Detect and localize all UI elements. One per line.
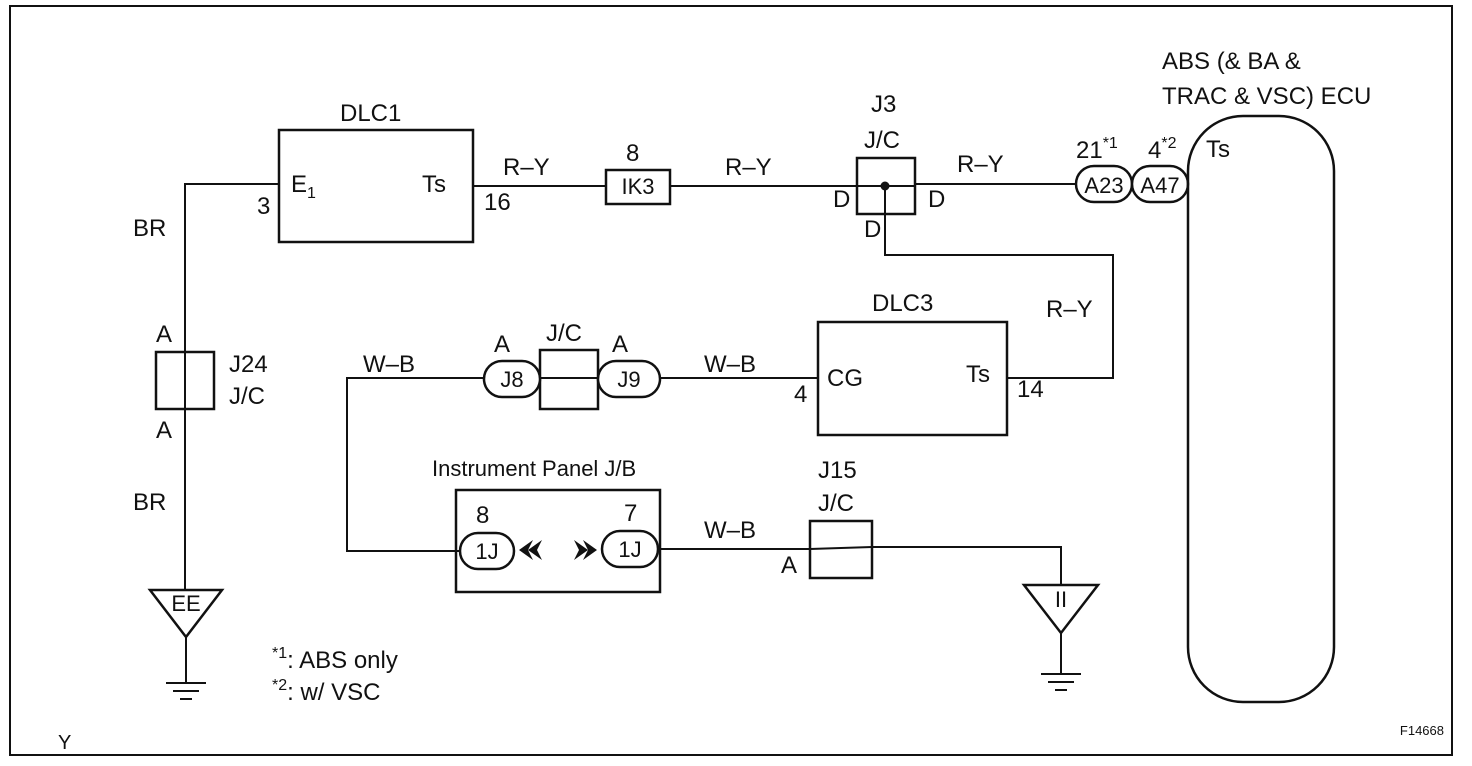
instrument-panel-jb: Instrument Panel J/B 1J 1J 8 7	[432, 456, 662, 594]
wire-label-br-top: BR	[133, 215, 166, 242]
wire-wb-j8-1j	[346, 377, 484, 552]
j9-connector	[596, 359, 662, 399]
dlc3-pin-ts: Ts	[966, 361, 990, 388]
diagram-frame	[9, 5, 1453, 756]
dlc3-pin-cg: CG	[827, 365, 863, 392]
dlc1-pin-number-16: 16	[484, 189, 511, 216]
ipjb-pin-7: 7	[624, 500, 637, 527]
ipjb-pin-8: 8	[476, 502, 489, 529]
ik3-pin-number: 8	[626, 140, 639, 167]
ecu-pin-ts: Ts	[1206, 136, 1230, 163]
dlc1-box	[277, 128, 475, 244]
ik3-box	[604, 168, 672, 206]
wire-ry-j3-dlc3	[884, 215, 1114, 379]
dlc3-label: DLC3	[872, 290, 933, 317]
j9-label: J9	[617, 367, 640, 392]
ecu-connectors: A23 A47 21*1 4*2	[1074, 135, 1190, 204]
ground-ii-label: II	[1055, 587, 1067, 612]
ipjb-1j-right-connector	[600, 529, 660, 569]
j15-box	[808, 519, 874, 580]
dlc3-pin-number-14: 14	[1017, 376, 1044, 403]
footnotes: *1: ABS only *2: w/ VSC Y F14668	[58, 645, 1444, 754]
ipjb-1j-right-label: 1J	[618, 537, 641, 562]
j3-junction: J3 J/C D D D	[833, 91, 945, 243]
ipjb-label: Instrument Panel J/B	[432, 456, 636, 481]
j3-splice-dot	[880, 181, 890, 191]
wire-label-wb-2: W–B	[704, 351, 756, 378]
j3-pin-right: D	[928, 186, 945, 213]
wire-wb-j15-ii	[872, 546, 1062, 585]
j24-pin-top: A	[156, 321, 172, 348]
corner-code: Y	[58, 732, 71, 754]
dlc3-pin-number-4: 4	[794, 381, 807, 408]
wire-label-wb-1: W–B	[363, 351, 415, 378]
dlc3-box	[816, 320, 1009, 437]
wire-label-ry-2: R–Y	[725, 154, 772, 181]
ipjb-box	[454, 488, 662, 594]
j8-pin-a: A	[494, 331, 510, 358]
a23-label: A23	[1084, 173, 1123, 198]
j8-connector	[482, 359, 542, 399]
ipjb-1j-left-label: 1J	[475, 539, 498, 564]
j3-box	[855, 156, 917, 216]
j24-type: J/C	[229, 383, 265, 410]
dlc3-connector: DLC3 CG Ts 4 14	[794, 290, 1044, 437]
ipjb-1j-left-connector	[458, 531, 516, 571]
j24-junction: A A J24 J/C	[154, 321, 268, 444]
wire-label-br-bottom: BR	[133, 489, 166, 516]
j24-label: J24	[229, 351, 268, 378]
j24-pin-bottom: A	[156, 417, 172, 444]
j9-pin-a: A	[612, 331, 628, 358]
ik3-connector: IK3 8	[604, 140, 672, 206]
a23-pin-number: 21*1	[1076, 135, 1118, 164]
ground-ii: II	[1021, 583, 1101, 691]
a47-label: A47	[1140, 173, 1179, 198]
wire-label-ry-4: R–Y	[1046, 296, 1093, 323]
dlc1-pin-number-3: 3	[257, 193, 270, 220]
j3-pin-bottom: D	[864, 216, 881, 243]
dlc1-connector: DLC1 E1 Ts 3 16	[257, 100, 511, 244]
dlc1-pin-e1: E1	[291, 171, 316, 202]
j3-pin-left: D	[833, 186, 850, 213]
j15-label: J15	[818, 457, 857, 484]
wire-label-ry-1: R–Y	[503, 154, 550, 181]
chevron-left-icon	[519, 540, 542, 560]
dlc1-pin-ts: Ts	[422, 171, 446, 198]
figure-id: F14668	[1400, 723, 1444, 738]
j24-box	[154, 350, 216, 411]
jc-mid-junction: J8 J9 J/C A A	[482, 320, 662, 411]
j3-label: J3	[871, 91, 896, 118]
ground-ii-triangle	[1021, 583, 1101, 636]
ground-ee-label: EE	[171, 591, 200, 616]
j15-junction: J15 J/C A	[781, 457, 874, 580]
ground-ee: EE	[147, 588, 225, 700]
ground-ee-triangle	[147, 588, 225, 640]
j3-type: J/C	[864, 127, 900, 154]
wire-label-ry-3: R–Y	[957, 151, 1004, 178]
j8-label: J8	[500, 367, 523, 392]
dlc1-label: DLC1	[340, 100, 401, 127]
ecu-title-line1: ABS (& BA &	[1162, 48, 1301, 75]
footnote-2: *2: w/ VSC	[272, 677, 380, 706]
ecu-title-line2: TRAC & VSC) ECU	[1162, 83, 1371, 110]
abs-ecu: ABS (& BA & TRAC & VSC) ECU Ts	[1162, 48, 1371, 704]
jc-mid-box	[538, 348, 600, 411]
j15-bus	[809, 546, 873, 550]
j15-pin-a: A	[781, 552, 797, 579]
wire-br	[184, 183, 279, 590]
jc-mid-type: J/C	[546, 320, 582, 347]
chevron-right-icon	[574, 540, 597, 560]
footnote-1: *1: ABS only	[272, 645, 398, 674]
wires	[184, 183, 1114, 590]
ecu-body	[1186, 114, 1336, 704]
wire-labels: BR BR R–Y R–Y R–Y R–Y W–B W–B W–B	[133, 151, 1093, 544]
ik3-label: IK3	[621, 174, 654, 199]
a47-pin-number: 4*2	[1148, 135, 1177, 164]
j15-type: J/C	[818, 490, 854, 517]
wire-label-wb-3: W–B	[704, 517, 756, 544]
